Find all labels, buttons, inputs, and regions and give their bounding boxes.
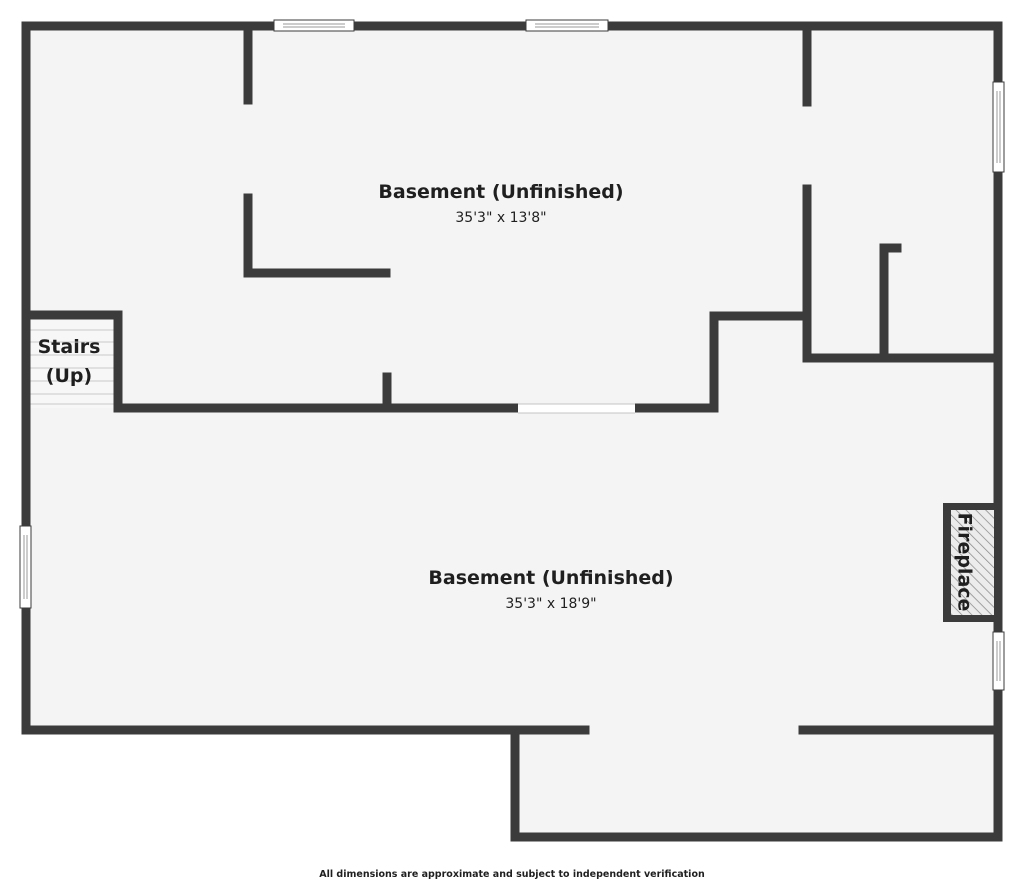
lower-room-name: Basement (Unfinished) (428, 567, 673, 589)
fireplace-label: Fireplace (954, 513, 976, 612)
disclaimer-text: All dimensions are approximate and subje… (319, 869, 705, 880)
window-left (19, 525, 32, 609)
stairs-label-line1: Stairs (38, 336, 101, 358)
stairs-label-line2: (Up) (46, 365, 92, 387)
wall-right-closet (802, 184, 999, 363)
lower-room-dimensions: 35'3" x 18'9" (505, 596, 596, 612)
window-right-lower (992, 631, 1005, 691)
walls (21, 21, 1003, 842)
window-right-upper (992, 81, 1005, 173)
floor-area (26, 26, 998, 837)
wall-divider-right (632, 311, 808, 413)
doorway-opening (518, 403, 635, 414)
stairs (30, 318, 118, 408)
fireplace: Fireplace (943, 503, 995, 622)
wall-closet-divider (879, 243, 902, 363)
window-top-left (273, 19, 355, 32)
upper-room-name: Basement (Unfinished) (378, 181, 623, 203)
window-top-right (525, 19, 609, 32)
exterior-wall (21, 21, 1003, 842)
windows (19, 19, 1005, 691)
wall-stairs-enclosure (25, 310, 123, 413)
upper-room-dimensions: 35'3" x 13'8" (455, 210, 546, 226)
wall-l-shape (243, 193, 391, 278)
